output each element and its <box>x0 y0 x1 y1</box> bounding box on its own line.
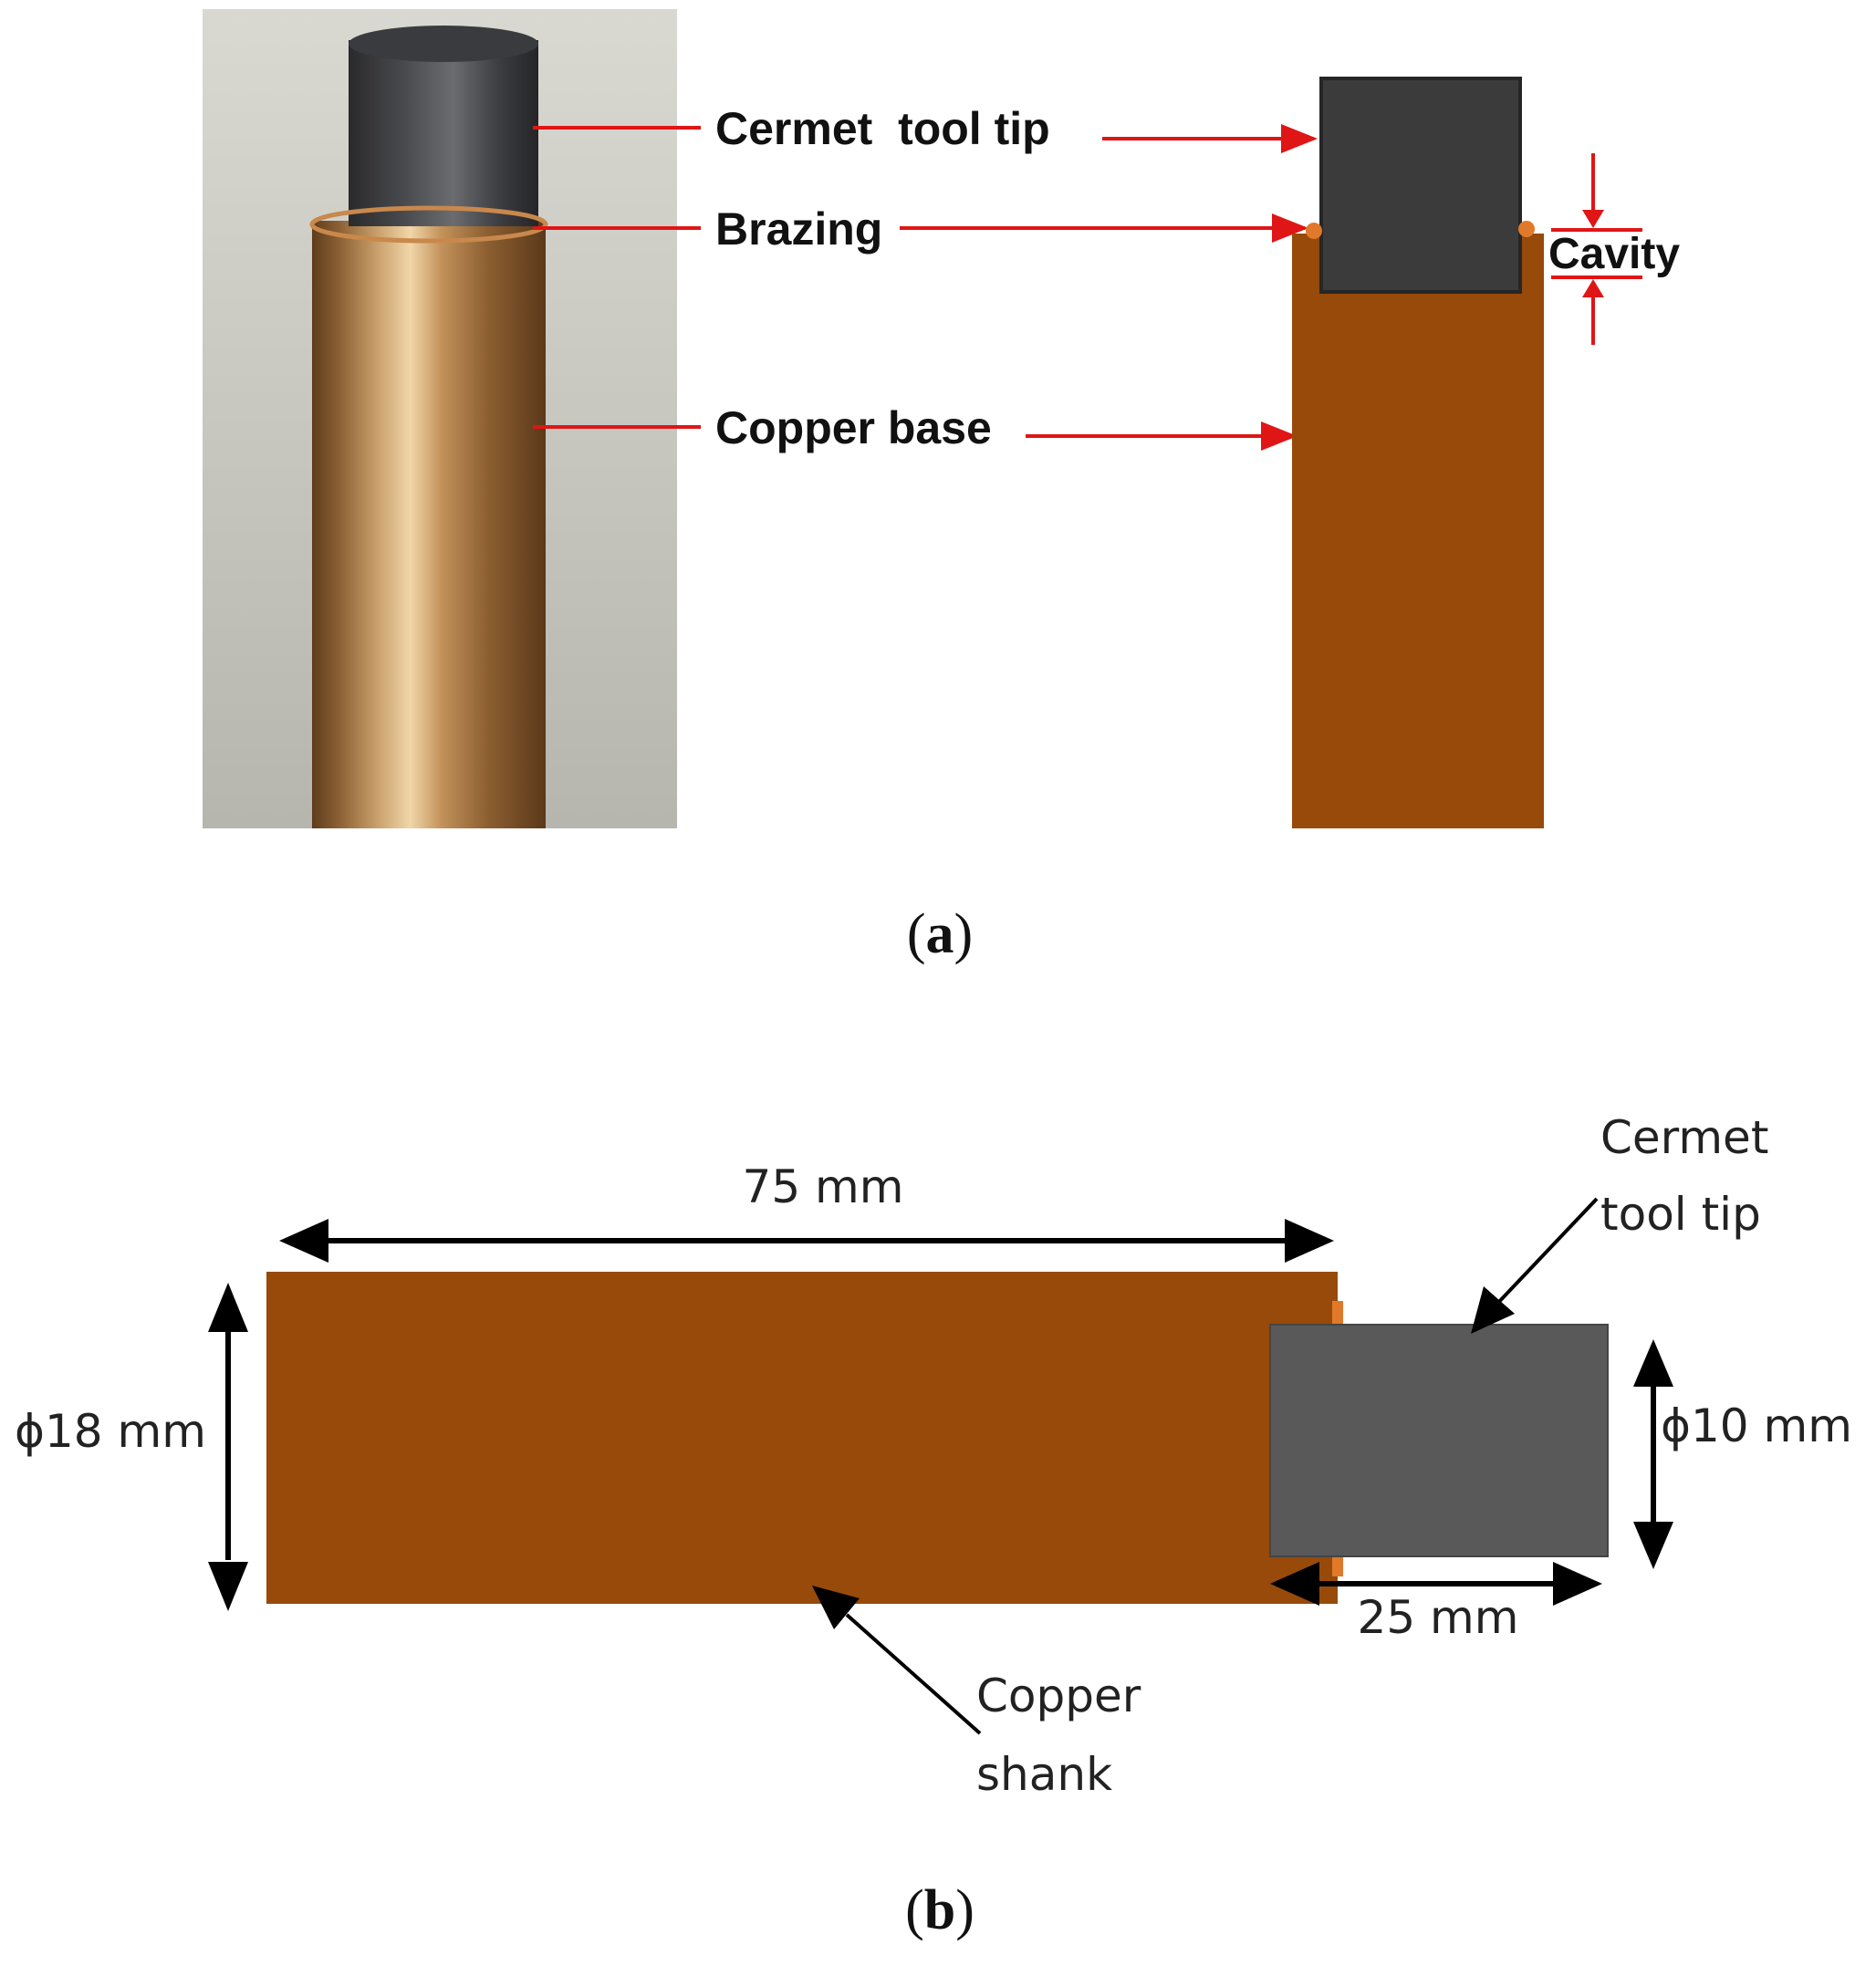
tool-schematic <box>1292 77 1544 828</box>
label-brazing: Brazing <box>715 203 882 255</box>
photo-copper-rod <box>312 221 546 828</box>
label-cermet-tool-tip: Cermet tool tip <box>715 103 1050 154</box>
cermet-tool-tip <box>1269 1324 1609 1557</box>
caption-a: (a) <box>907 903 973 965</box>
brazing-dot-right <box>1518 221 1535 237</box>
schematic-copper-base <box>1292 234 1544 828</box>
tip-callout-arrow <box>1471 1197 1599 1334</box>
caption-b: (b) <box>905 1879 974 1941</box>
label-phi10mm: ϕ10 mm <box>1661 1399 1852 1452</box>
shank-callout-arrow <box>812 1586 982 1735</box>
diameter-10-arrow <box>1633 1339 1673 1569</box>
label-cavity: Cavity <box>1548 230 1680 278</box>
panel-a: Cermet tool tip Brazing Copper base Cavi… <box>203 9 1680 965</box>
cavity-dimension <box>1551 153 1642 345</box>
schematic-cermet-tip <box>1319 77 1522 294</box>
label-75mm: 75 mm <box>743 1160 904 1213</box>
photo-brazing-seam <box>309 205 548 244</box>
length-75-arrow <box>279 1219 1334 1263</box>
length-25-arrow <box>1270 1562 1602 1606</box>
brazing-dot-left <box>1306 223 1322 239</box>
photo-cermet-tip <box>349 40 538 226</box>
panel-b: 75 mm ϕ18 mm ϕ10 mm 25 mm <box>15 1111 1852 1941</box>
copper-shank <box>266 1272 1338 1604</box>
label-shank: shank <box>976 1748 1112 1801</box>
label-phi18mm: ϕ18 mm <box>15 1405 206 1458</box>
label-copper: Copper <box>976 1670 1141 1722</box>
diameter-18-arrow <box>208 1283 248 1611</box>
label-25mm: 25 mm <box>1358 1591 1519 1644</box>
label-copper-base: Copper base <box>715 402 992 453</box>
label-cermet: Cermet <box>1600 1111 1768 1164</box>
tool-photo <box>203 9 677 828</box>
label-tool-tip: tool tip <box>1600 1188 1761 1241</box>
